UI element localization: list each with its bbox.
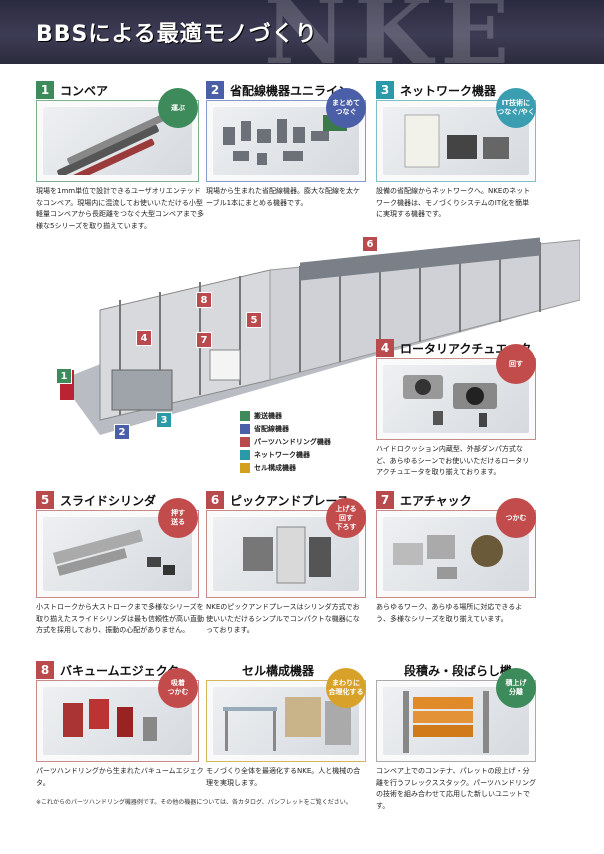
section-3-number: 3	[376, 81, 394, 99]
section-2-heading: 2 省配線機器ユニライン	[206, 80, 350, 100]
section-8-number: 8	[36, 661, 54, 679]
section-8-badge: 吸着 つかむ	[158, 668, 198, 708]
section-7-description: あらゆるワーク、あらゆる場所に対応できるよう、多様なシリーズを取り揃えています。	[376, 603, 523, 623]
section-1-description: 現場を1mm単位で設計できるユーザオリエンテッドなコンベア。現場内に混流してお使…	[36, 187, 204, 230]
section-10-title: 段積み・段ばらし機	[404, 663, 513, 678]
section-2-photo-card	[206, 100, 366, 182]
legend-item-network: ネットワーク機器	[240, 449, 331, 461]
legend-swatch-teal	[240, 450, 250, 460]
legend-swatch-gold	[240, 463, 250, 473]
section-1-badge: 運ぶ	[158, 88, 198, 128]
section-5-heading: 5 スライドシリンダ	[36, 490, 156, 510]
section-6-description: NKEのピックアンドプレースはシリンダ方式でお使いいただけるシンプルでコンパクト…	[206, 603, 360, 634]
section-3-description: 設備の省配線からネットワークへ。NKEのネットワーク機器は、モノづくりシステムの…	[376, 187, 531, 218]
section-2-description: 現場から生まれた省配線機器。膨大な配線を太ケーブル1本にまとめる機器です。	[206, 187, 360, 207]
section-6-title: ピックアンドプレース	[230, 493, 349, 508]
line-marker-2: 2	[114, 424, 130, 440]
section-5-number: 5	[36, 491, 54, 509]
section-8-heading: 8 バキュームエジェクタ	[36, 660, 179, 680]
section-4-badge: 回す	[496, 344, 536, 384]
section-6-number: 6	[206, 491, 224, 509]
section-6-photo-card	[206, 510, 366, 598]
section-9-photo-card	[206, 680, 366, 762]
page-header: NKE BBSによる最適モノづくり	[0, 0, 604, 64]
legend-item-cell: セル構成機器	[240, 462, 331, 474]
section-5-badge: 押す 送る	[158, 498, 198, 538]
legend-item-wiring: 省配線機器	[240, 423, 331, 435]
section-3-heading: 3 ネットワーク機器	[376, 80, 496, 100]
section-4-description: ハイドロクッション内蔵型、外部ダンパ方式など、あらゆるシーンでお使いいただけるロ…	[376, 445, 530, 476]
section-9-description: モノづくり全体を最適化するNKE。人と機械の合理を実現します。	[206, 767, 361, 787]
section-6-badge: 上げる 回す 下ろす	[326, 498, 366, 538]
cell-equipment-illustration	[223, 697, 351, 751]
section-7-number: 7	[376, 491, 394, 509]
section-1-number: 1	[36, 81, 54, 99]
conveyor-photo	[43, 107, 192, 175]
conveyor-illustration	[57, 110, 173, 175]
section-9-badge: まわりに 合理化する	[326, 668, 366, 708]
section-3-title: ネットワーク機器	[400, 83, 497, 98]
section-4-photo-card	[376, 358, 536, 440]
pick-and-place-illustration	[243, 526, 331, 584]
production-line-drawing	[60, 237, 581, 435]
section-10-badge: 積上げ 分離	[496, 668, 536, 708]
section-6-heading: 6 ピックアンドプレース	[206, 490, 349, 510]
vacuum-ejector-illustration	[63, 699, 157, 741]
section-10-description: コンベア上でのコンテナ、パレットの段上げ・分離を行うフレックススタック。パーツハ…	[376, 767, 536, 810]
rotary-actuator-illustration	[403, 375, 497, 427]
section-8-description: パーツハンドリングから生まれたバキュームエジェクタ。	[36, 767, 204, 787]
section-8-title: バキュームエジェクタ	[60, 663, 180, 678]
line-marker-8: 8	[196, 292, 212, 308]
air-chuck-illustration	[393, 535, 503, 579]
section-5-description: 小ストロークから大ストロークまで多様なシリーズを取り揃えたスライドシリンダは最も…	[36, 603, 204, 634]
section-9-heading: セル構成機器	[236, 660, 314, 680]
line-marker-4: 4	[136, 330, 152, 346]
section-7-badge: つかむ	[496, 498, 536, 538]
footnote: ※これからのパーツハンドリング機器例です。その他の機器については、各カタログ、パ…	[36, 799, 352, 806]
section-7-title: エアチャック	[400, 493, 472, 508]
section-5-title: スライドシリンダ	[60, 493, 157, 508]
line-marker-6: 6	[362, 236, 378, 252]
color-legend: 搬送機器 省配線機器 パーツハンドリング機器 ネットワーク機器 セル構成機器	[240, 410, 331, 475]
legend-item-conveyor: 搬送機器	[240, 410, 331, 422]
line-marker-5: 5	[246, 312, 262, 328]
section-8-photo-card	[36, 680, 199, 762]
section-2-badge: まとめて つなぐ	[326, 88, 366, 128]
section-1-title: コンベア	[60, 83, 109, 98]
network-device-illustration	[404, 114, 509, 168]
section-3-badge: IT技術に つなぐ/やく	[496, 88, 536, 128]
page-title: BBSによる最適モノづくり	[36, 22, 318, 47]
stacker-illustration	[403, 691, 489, 753]
legend-swatch-red	[240, 437, 250, 447]
section-1-heading: 1 コンベア	[36, 80, 108, 100]
section-4-number: 4	[376, 339, 394, 357]
line-marker-7: 7	[196, 332, 212, 348]
section-2-number: 2	[206, 81, 224, 99]
header-deco-logo: NKE	[264, 0, 518, 64]
legend-item-parts-handling: パーツハンドリング機器	[240, 436, 331, 448]
production-line-illustration	[40, 230, 581, 445]
section-10-heading: 段積み・段ばらし機	[398, 660, 512, 680]
slide-cylinder-illustration	[52, 529, 175, 576]
section-9-title: セル構成機器	[242, 663, 315, 678]
section-2-title: 省配線機器ユニライン	[230, 83, 351, 98]
line-marker-1: 1	[56, 368, 72, 384]
line-marker-3: 3	[156, 412, 172, 428]
section-7-heading: 7 エアチャック	[376, 490, 472, 510]
legend-swatch-green	[240, 411, 250, 421]
legend-swatch-blue	[240, 424, 250, 434]
